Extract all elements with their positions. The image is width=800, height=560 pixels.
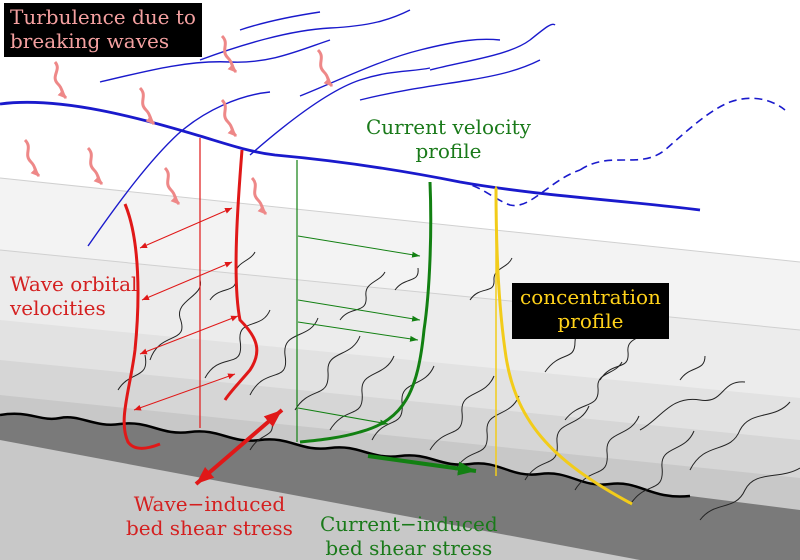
- bed-surface-line: [0, 412, 691, 498]
- current-profile: [296, 160, 433, 444]
- concentration-label: concentration profile: [512, 283, 669, 339]
- current-shear-label: Current−induced bed shear stress: [320, 512, 498, 560]
- water-surface: [0, 9, 786, 247]
- turbulence-arrows: [23, 34, 334, 216]
- wave-shear-label: Wave−induced bed shear stress: [126, 492, 293, 540]
- wave-orbital-profile: [122, 138, 259, 450]
- concentration-profile: [494, 186, 633, 506]
- wave-shear-arrow: [194, 408, 284, 486]
- turbulence-label: Turbulence due to breaking waves: [4, 3, 202, 57]
- current-shear-arrow: [367, 454, 477, 476]
- wave-orbital-label: Wave orbital velocities: [10, 272, 138, 320]
- current-velocity-label: Current velocity profile: [366, 115, 531, 163]
